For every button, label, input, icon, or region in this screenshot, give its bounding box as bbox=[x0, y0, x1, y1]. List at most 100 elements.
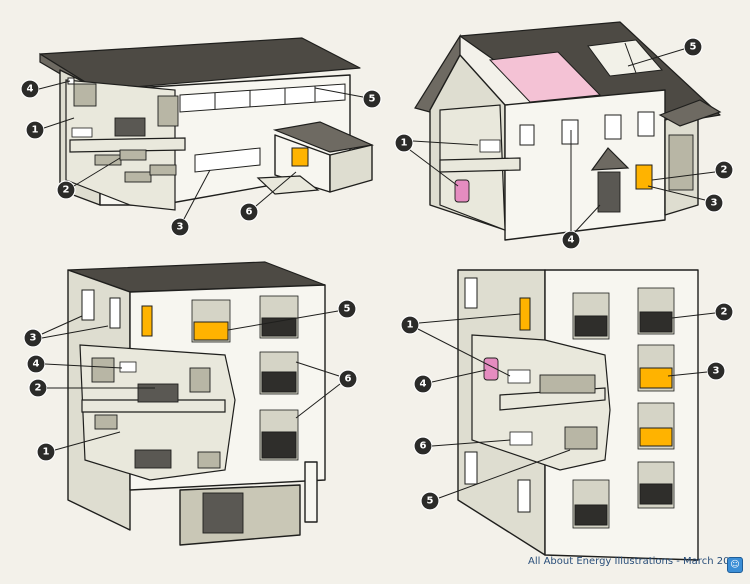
svg-text:5: 5 bbox=[369, 94, 376, 105]
callout-tl-2: 2 bbox=[56, 180, 76, 200]
bed-3 bbox=[149, 164, 177, 176]
thermostat-apt bbox=[119, 361, 137, 373]
sofa-lower-left bbox=[197, 451, 221, 469]
svg-text:3: 3 bbox=[713, 366, 720, 377]
callout-br-6: 6 bbox=[413, 436, 433, 456]
callout-tr-2: 2 bbox=[714, 160, 734, 180]
apt-left-entrance bbox=[202, 492, 244, 534]
desk-upper-left bbox=[137, 383, 179, 403]
house-lit-window bbox=[635, 164, 653, 190]
aae-logo-icon[interactable]: ☺ bbox=[727, 557, 743, 573]
br-side-window-3 bbox=[517, 479, 531, 513]
lowrise-mid-floor bbox=[69, 137, 186, 153]
radiator-house bbox=[479, 139, 501, 153]
lit-window-1 bbox=[193, 321, 229, 341]
house-window-1 bbox=[519, 124, 535, 146]
callout-br-3: 3 bbox=[706, 361, 726, 381]
panel-bottom-left: 3 4 2 1 5 6 bbox=[23, 261, 358, 546]
desk-lower-left bbox=[134, 449, 172, 469]
svg-text:3: 3 bbox=[177, 222, 184, 233]
garage-door bbox=[668, 134, 694, 191]
svg-text:5: 5 bbox=[344, 304, 351, 315]
br-side-window-2 bbox=[464, 451, 478, 485]
bed-4 bbox=[119, 149, 147, 161]
br-window-lit bbox=[639, 367, 673, 389]
apt-left-pillar bbox=[304, 461, 318, 523]
house-window-3 bbox=[604, 114, 622, 140]
br-radiator-lower bbox=[509, 431, 533, 446]
svg-text:3: 3 bbox=[30, 333, 37, 344]
svg-text:4: 4 bbox=[33, 359, 40, 370]
svg-text:2: 2 bbox=[35, 383, 42, 394]
br-window-lit-2 bbox=[639, 427, 673, 447]
callout-tl-3: 3 bbox=[170, 217, 190, 237]
br-boiler bbox=[483, 357, 499, 381]
lowrise-upper-windows bbox=[179, 83, 346, 113]
side-window-lit bbox=[141, 305, 153, 337]
callout-bl-1: 1 bbox=[36, 442, 56, 462]
svg-text:2: 2 bbox=[721, 307, 728, 318]
callout-br-1: 1 bbox=[400, 315, 420, 335]
house-window-2 bbox=[561, 119, 579, 145]
svg-text:6: 6 bbox=[246, 207, 253, 218]
svg-text:5: 5 bbox=[427, 496, 434, 507]
desk-upper bbox=[114, 117, 146, 137]
callout-tr-4: 4 bbox=[561, 230, 581, 250]
br-bed bbox=[539, 374, 596, 394]
skylight-window bbox=[587, 39, 663, 77]
svg-text:2: 2 bbox=[721, 165, 728, 176]
br-radiator-upper bbox=[507, 369, 531, 384]
house-mid-floor bbox=[439, 157, 521, 173]
callout-br-5: 5 bbox=[420, 491, 440, 511]
svg-text:4: 4 bbox=[568, 235, 575, 246]
house-front-wall bbox=[504, 89, 666, 241]
solar-collector bbox=[488, 51, 602, 103]
callout-bl-6: 6 bbox=[338, 369, 358, 389]
br-window-2 bbox=[639, 311, 673, 333]
window-4 bbox=[261, 431, 297, 459]
svg-text:2: 2 bbox=[63, 185, 70, 196]
annex-step bbox=[256, 175, 320, 195]
panel-top-right: 5 1 2 3 4 bbox=[394, 21, 734, 250]
annex-lit-window bbox=[291, 147, 309, 167]
cabinet-upper bbox=[157, 95, 179, 127]
front-door bbox=[597, 171, 621, 213]
svg-text:1: 1 bbox=[407, 320, 414, 331]
callout-bl-3: 3 bbox=[23, 328, 43, 348]
br-window-1 bbox=[574, 315, 608, 337]
svg-text:4: 4 bbox=[27, 84, 34, 95]
panel-bottom-right: 1 4 6 5 2 3 bbox=[400, 269, 734, 561]
bed-2 bbox=[124, 171, 152, 183]
callout-tl-1: 1 bbox=[25, 120, 45, 140]
callout-tl-4: 4 bbox=[20, 79, 40, 99]
br-washer bbox=[564, 426, 598, 450]
callout-bl-5: 5 bbox=[337, 299, 357, 319]
callout-br-2: 2 bbox=[714, 302, 734, 322]
cabinet-upper-left bbox=[189, 367, 211, 393]
boiler-tank bbox=[454, 179, 470, 203]
callout-tr-1: 1 bbox=[394, 133, 414, 153]
garage-roof bbox=[658, 99, 722, 127]
porch-roof bbox=[590, 147, 630, 171]
credit-text: All About Energy Illustrations - March 2… bbox=[528, 556, 743, 567]
callout-tr-5: 5 bbox=[683, 37, 703, 57]
callout-bl-2: 2 bbox=[28, 378, 48, 398]
panel-top-left: 4 1 2 3 5 6 bbox=[20, 37, 382, 237]
svg-text:5: 5 bbox=[690, 42, 697, 53]
callout-tr-3: 3 bbox=[704, 193, 724, 213]
br-side-window-1 bbox=[464, 277, 478, 309]
svg-text:3: 3 bbox=[711, 198, 718, 209]
chair-lower-left bbox=[94, 414, 118, 430]
callout-bl-4: 4 bbox=[26, 354, 46, 374]
shelf-upper-left bbox=[91, 357, 115, 383]
callout-tl-5: 5 bbox=[362, 89, 382, 109]
window-3 bbox=[261, 371, 297, 393]
house-window-4 bbox=[637, 111, 655, 137]
annex-side bbox=[329, 144, 373, 193]
svg-text:1: 1 bbox=[43, 447, 50, 458]
br-window-6 bbox=[574, 504, 608, 526]
callout-br-4: 4 bbox=[413, 374, 433, 394]
radiator-upper bbox=[71, 127, 93, 138]
side-window-2 bbox=[109, 297, 121, 329]
